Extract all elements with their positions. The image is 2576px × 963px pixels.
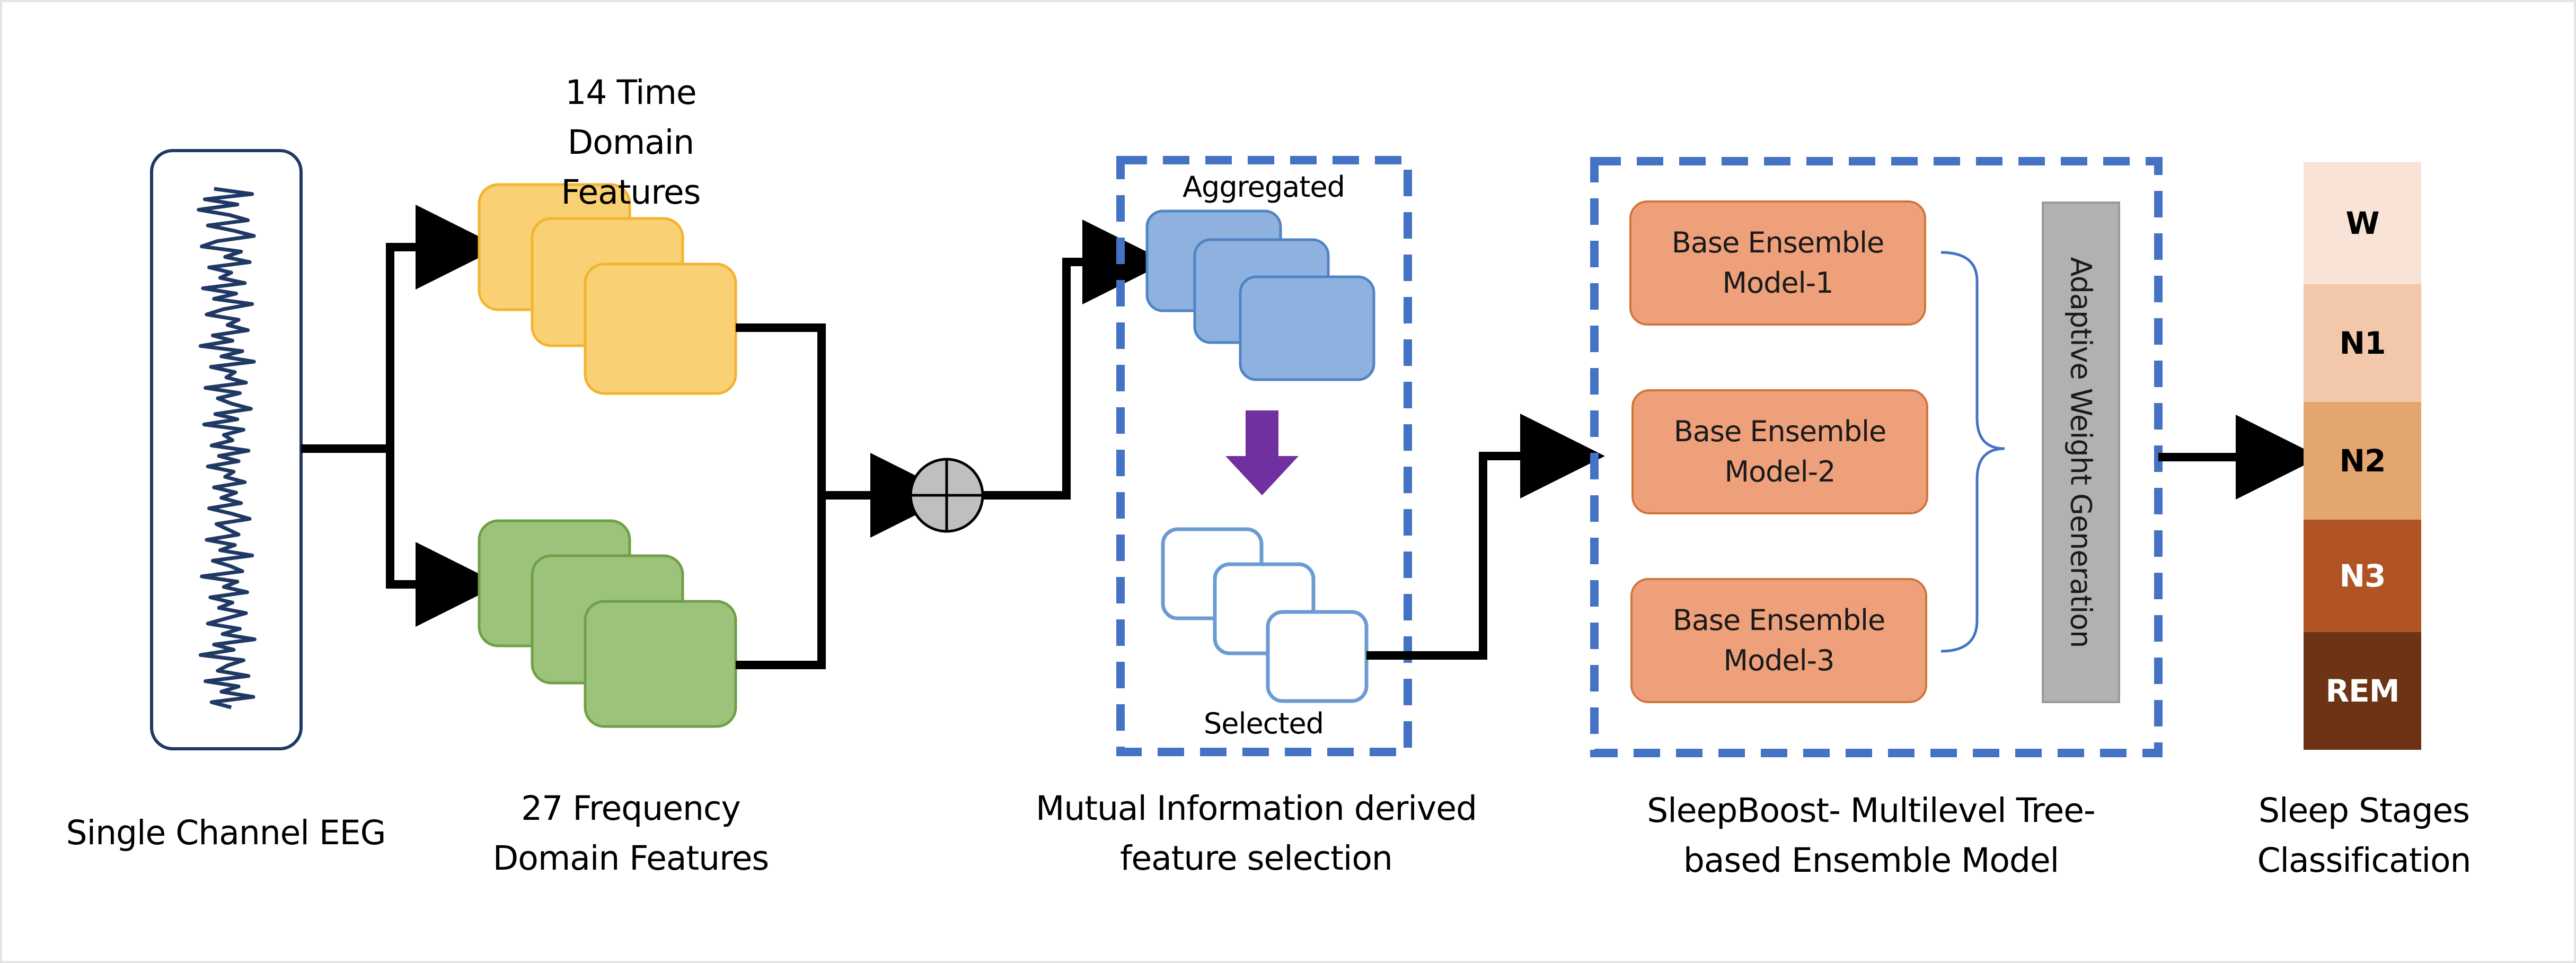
time-features-label: 14 Time Domain Features bbox=[561, 73, 701, 212]
model-brace bbox=[1940, 251, 2005, 653]
eeg-signal bbox=[197, 187, 257, 710]
eeg-caption: Single Channel EEG bbox=[66, 813, 386, 852]
selected-cards bbox=[1161, 527, 1369, 703]
time-domain-cards bbox=[478, 183, 737, 395]
adaptive-weight-generation: Adaptive Weight Generation bbox=[2042, 202, 2120, 703]
feature-selection-box bbox=[1116, 156, 1412, 756]
stage-n2: N2 bbox=[2304, 402, 2421, 520]
adaptive-weight-label: Adaptive Weight Generation bbox=[2064, 257, 2098, 648]
feature-selection-caption: Mutual Information derived feature selec… bbox=[1036, 789, 1477, 878]
aggregated-label: Aggregated bbox=[1183, 170, 1345, 204]
frequency-features-caption: 27 Frequency Domain Features bbox=[492, 789, 769, 878]
ensemble-input-arrow bbox=[1366, 414, 1605, 660]
frequency-domain-cards bbox=[478, 519, 737, 728]
ensemble-caption: SleepBoost- Multilevel Tree- based Ensem… bbox=[1647, 791, 2095, 880]
concatenation-node bbox=[909, 458, 984, 533]
selected-label: Selected bbox=[1203, 707, 1324, 740]
stage-w: W bbox=[2304, 162, 2421, 284]
selection-down-arrow bbox=[1225, 410, 1299, 495]
stage-n3: N3 bbox=[2304, 520, 2421, 632]
aggregated-cards bbox=[1145, 209, 1375, 381]
eeg-connectors bbox=[301, 205, 500, 627]
stage-n1: N1 bbox=[2304, 284, 2421, 402]
merge-connectors bbox=[736, 323, 955, 669]
stages-caption: Sleep Stages Classification bbox=[2257, 791, 2472, 880]
selection-input-arrow bbox=[983, 220, 1167, 500]
stage-rem: REM bbox=[2304, 632, 2421, 750]
